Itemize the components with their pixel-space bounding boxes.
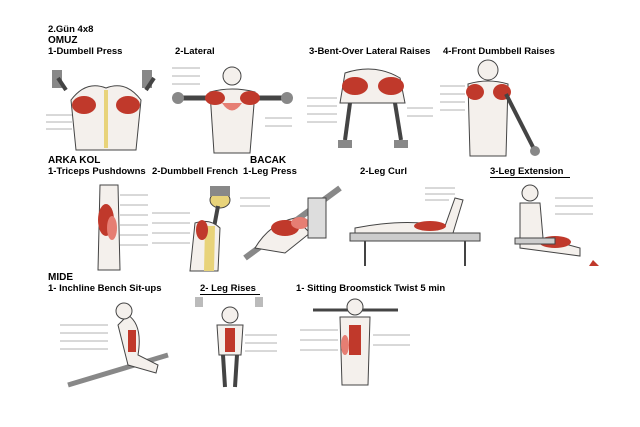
exercise-label: 3-Leg Extension [490,166,564,177]
exercise-label: 1-Leg Press [243,166,297,177]
exercise-label: 1- Inchline Bench Sit-ups [48,283,162,294]
broomstick-twist-illustration [298,295,413,390]
exercise-label: 3-Bent-Over Lateral Raises [309,46,431,57]
leg-curl-illustration [345,178,485,270]
bent-over-lateral-illustration [305,58,435,155]
leg-extension-illustration [485,178,600,270]
exercise-label: 4-Front Dumbbell Raises [443,46,555,57]
leg-raise-illustration [185,295,280,390]
dumbbell-french-illustration [150,178,242,272]
exercise-label: 2-Dumbbell French [152,166,239,177]
exercise-label: 2-Lateral [175,46,215,57]
section-title-shoulder: OMUZ [48,35,78,46]
exercise-label: 2- Leg Rises [200,283,256,294]
lateral-raise-illustration [170,58,295,155]
front-raise-illustration [440,56,540,158]
incline-situp-illustration [58,295,178,390]
triceps-pushdown-illustration [80,180,150,272]
label-underline [200,294,260,295]
leg-press-illustration [240,178,345,270]
section-title-legs: BACAK [250,155,287,166]
day-title: 2.Gün 4x8 [48,24,94,35]
exercise-label: 1- Sitting Broomstick Twist 5 min [296,283,446,294]
dumbbell-press-illustration [46,60,166,155]
section-title-abs: MIDE [48,272,73,283]
label-underline [490,177,570,178]
section-title-triceps: ARKA KOL [48,155,101,166]
exercise-label: 1-Dumbell Press [48,46,123,57]
exercise-label: 2-Leg Curl [360,166,407,177]
exercise-label: 1-Triceps Pushdowns [48,166,146,177]
